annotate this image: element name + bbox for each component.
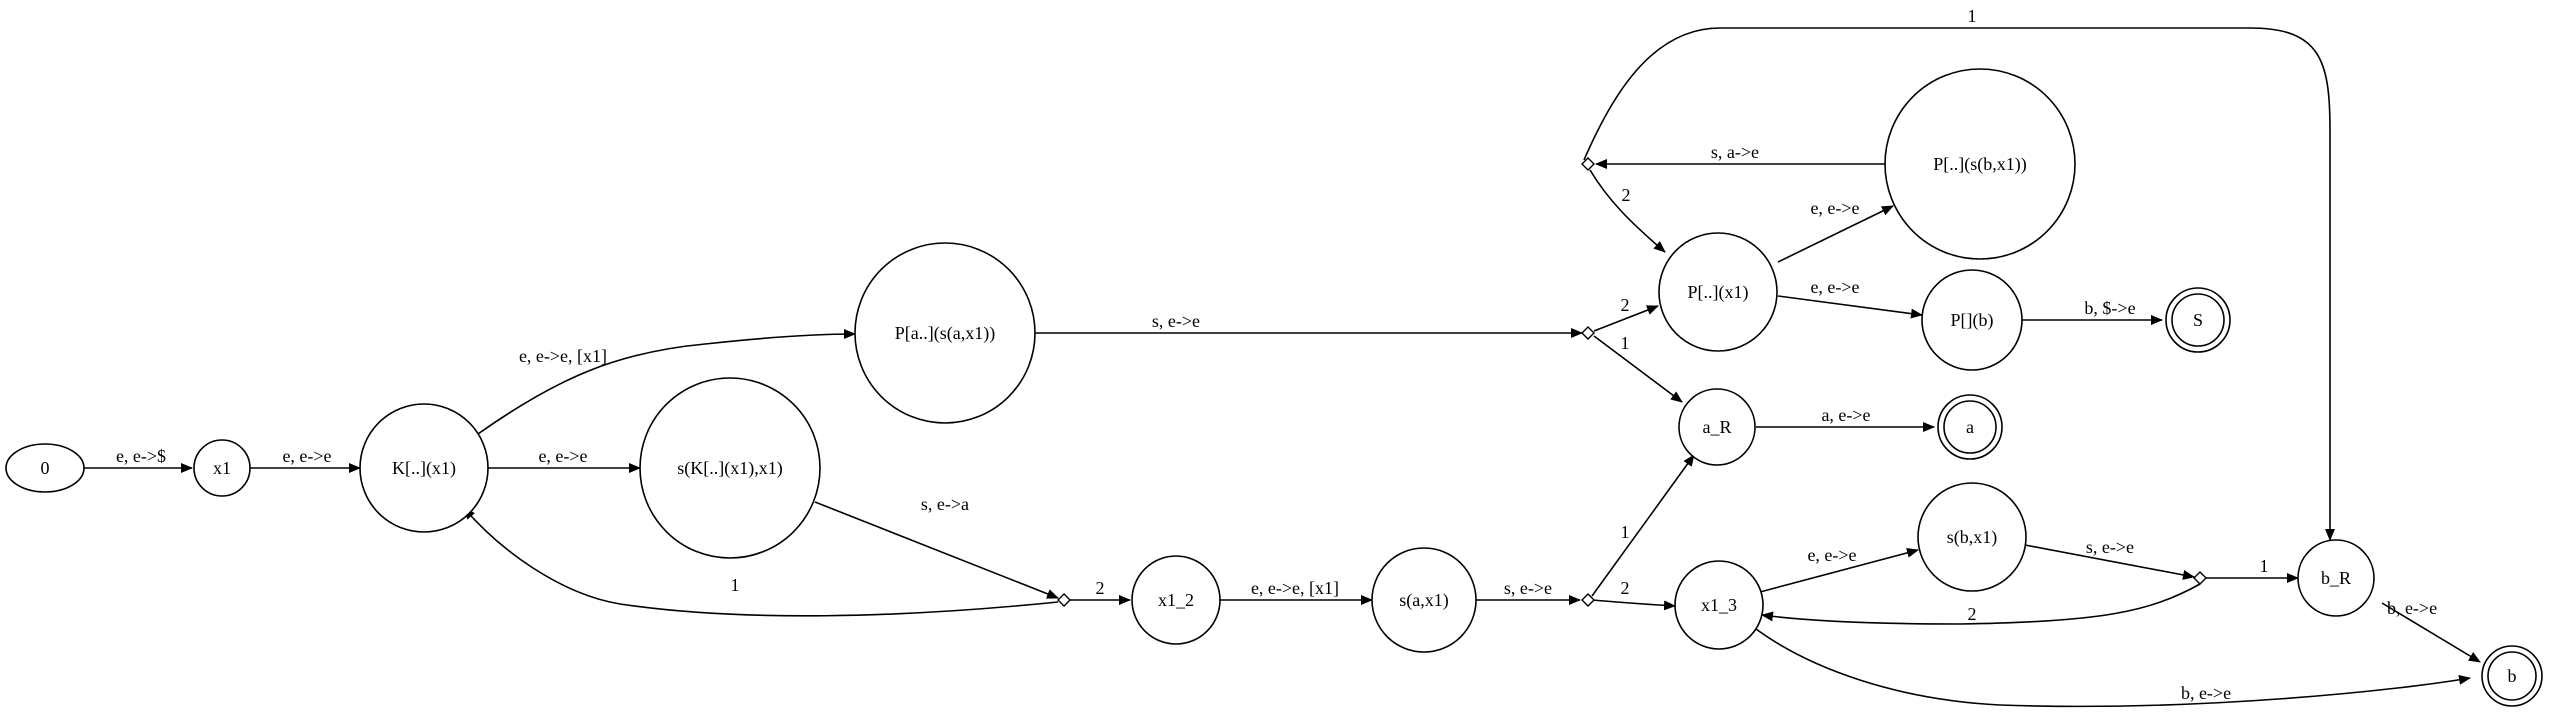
state-p-x1: P[..](x1): [1658, 232, 1778, 352]
state-pa: P[a..](s(a,x1)): [854, 242, 1036, 424]
edge-label: e, e->e: [1810, 198, 1859, 218]
state-label: S: [2193, 310, 2203, 330]
edge-label: 1: [1621, 333, 1630, 353]
junction-point: [1057, 593, 1071, 607]
junction-point: [1581, 157, 1595, 171]
edge-label: b, e->e: [2387, 598, 2437, 618]
edge-label: e, e->e: [282, 446, 331, 466]
edge-label: s, e->a: [921, 494, 969, 514]
state-sbx1: s(b,x1): [1917, 482, 2027, 592]
edge-label: b, $->e: [2084, 298, 2135, 318]
edge-k-to-pa: [477, 329, 856, 435]
edge-label: 2: [1096, 578, 1105, 598]
edge-label: s, e->e: [2086, 537, 2134, 557]
edge-sk-to-junction1: [814, 501, 1059, 599]
state-label: x1_2: [1158, 590, 1194, 610]
junction-point: [2193, 571, 2207, 585]
edge-label: 2: [1621, 578, 1630, 598]
state-label: x1_3: [1701, 595, 1737, 615]
state-label: P[a..](s(a,x1)): [895, 323, 995, 344]
edge-label: s, e->e: [1152, 311, 1200, 331]
state-label: s(b,x1): [1947, 527, 1998, 548]
state-label: P[..](x1): [1688, 282, 1749, 303]
edge-junction2-to-x1-3: [1591, 599, 1676, 611]
edge-label: 2: [1622, 185, 1631, 205]
edge-x1-3-to-sbx1: [1759, 547, 1919, 593]
edge-junction2-to-a-r: [1591, 454, 1695, 597]
state-x1-2: x1_2: [1131, 555, 1221, 645]
state-label: s(K[..](x1),x1): [677, 458, 782, 479]
edge-label: e, e->e: [1807, 545, 1856, 565]
state-s-final: S: [2165, 287, 2231, 353]
edge-junction3-to-p-x1: [1593, 305, 1659, 332]
edges: [84, 27, 2481, 708]
state-a-final: a: [1937, 394, 2003, 460]
state-label: b_R: [2321, 568, 2351, 588]
edge-label: 2: [1968, 604, 1977, 624]
junction-point: [1581, 593, 1595, 607]
edge-b-r-to-b: [2381, 602, 2481, 663]
edge-label: e, e->e: [1810, 277, 1859, 297]
junction-point: [1581, 326, 1595, 340]
state-label: P[..](s(b,x1)): [1933, 154, 2026, 175]
state-label: a: [1966, 417, 1974, 437]
edge-label: e, e->e: [538, 446, 587, 466]
edge-label: 1: [1968, 6, 1977, 26]
state-sk: s(K[..](x1),x1): [639, 377, 821, 559]
edge-label: a, e->e: [1821, 405, 1870, 425]
edge-label: e, e->e, [x1]: [519, 346, 607, 366]
edge-label: 2: [1621, 295, 1630, 315]
state-label: P[](b): [1951, 310, 1994, 331]
edge-label: 1: [1621, 522, 1630, 542]
state-x1: x1: [193, 439, 251, 497]
state-pb: P[](b): [1921, 269, 2023, 371]
edge-x1-3-to-b: [1751, 625, 2471, 708]
edge-labels: e, e->$ e, e->e e, e->e, [x1] e, e->e s,…: [116, 6, 2437, 703]
edge-label: e, e->$: [116, 446, 166, 466]
nodes: 0 x1 K[..](x1) P[a..](s(a,x1)) s(K[..](x…: [5, 68, 2543, 707]
state-label: s(a,x1): [1399, 590, 1448, 611]
edge-sbx1-to-junction5: [2024, 544, 2195, 580]
state-b-r: b_R: [2297, 539, 2375, 617]
junctions: [1057, 157, 2207, 607]
edge-label: s, e->e: [1504, 578, 1552, 598]
state-0: 0: [5, 443, 85, 493]
edge-label: b, e->e: [2181, 683, 2231, 703]
edge-junction1-to-k: [463, 507, 1059, 617]
state-k: K[..](x1): [359, 403, 489, 533]
state-label: a_R: [1703, 417, 1732, 437]
state-label: x1: [213, 458, 231, 478]
edge-label: s, a->e: [1711, 142, 1759, 162]
state-x1-3: x1_3: [1674, 560, 1764, 650]
state-a-r: a_R: [1678, 388, 1756, 466]
edge-junction5-to-x1-3: [1761, 583, 2201, 625]
edge-junction4-to-p-x1: [1589, 169, 1666, 253]
edge-p-x1-to-psb: [1777, 205, 1894, 263]
state-label: K[..](x1): [392, 458, 456, 479]
edge-junction3-to-a-r: [1593, 335, 1683, 403]
edge-p-x1-to-pb: [1777, 295, 1923, 319]
edge-label: 1: [731, 575, 740, 595]
state-label: b: [2508, 666, 2517, 686]
state-sax1: s(a,x1): [1371, 547, 1477, 653]
edge-junction4-to-b-r: [1583, 27, 2335, 541]
state-psb: P[..](s(b,x1)): [1884, 68, 2076, 260]
state-label: 0: [41, 458, 50, 478]
edge-label: 1: [2260, 556, 2269, 576]
edge-label: e, e->e, [x1]: [1251, 578, 1339, 598]
state-b-final: b: [2481, 645, 2543, 707]
